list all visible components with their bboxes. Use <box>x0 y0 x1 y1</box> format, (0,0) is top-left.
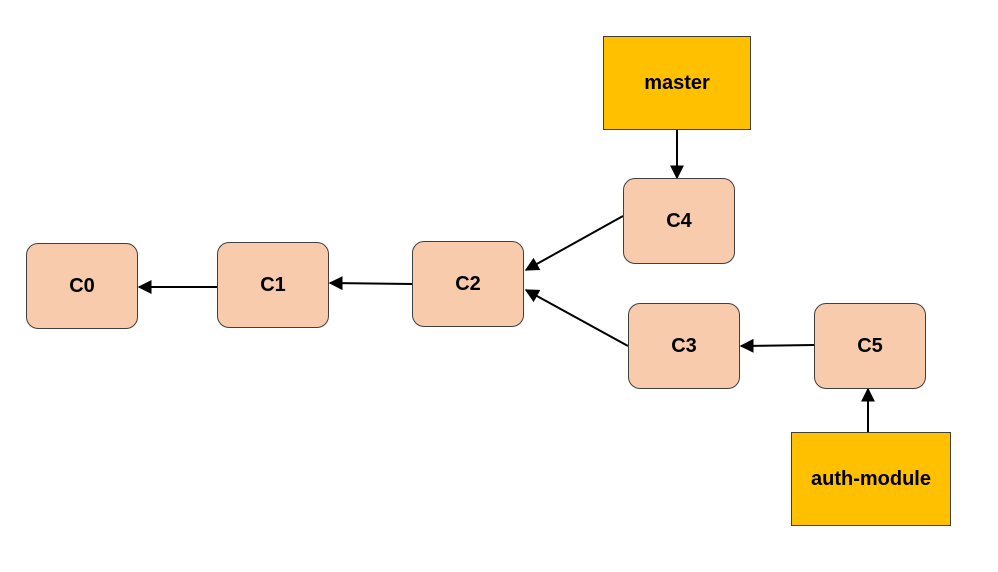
commit-label-c1: C1 <box>260 273 286 296</box>
commit-node-c3: C3 <box>628 303 740 389</box>
commit-node-c4: C4 <box>623 178 735 264</box>
commit-node-c0: C0 <box>26 243 138 329</box>
edge-c5-to-c3 <box>739 338 815 353</box>
commit-label-c2: C2 <box>455 272 481 295</box>
branch-pointer-master: master <box>603 36 751 130</box>
edge-c2-to-c1 <box>328 276 413 291</box>
branch-label-master: master <box>644 71 710 94</box>
commit-label-c4: C4 <box>666 209 692 232</box>
branch-label-auth-module: auth-module <box>811 467 931 490</box>
commit-node-c1: C1 <box>217 242 329 328</box>
commit-node-c5: C5 <box>814 303 926 389</box>
edge-c4-to-c2 <box>524 215 624 271</box>
commit-label-c0: C0 <box>69 274 95 297</box>
commit-label-c5: C5 <box>857 334 883 357</box>
branch-pointer-auth-module: auth-module <box>791 432 951 526</box>
edge-c3-to-c2 <box>524 289 629 347</box>
commit-label-c3: C3 <box>671 334 697 357</box>
commit-node-c2: C2 <box>412 241 524 327</box>
